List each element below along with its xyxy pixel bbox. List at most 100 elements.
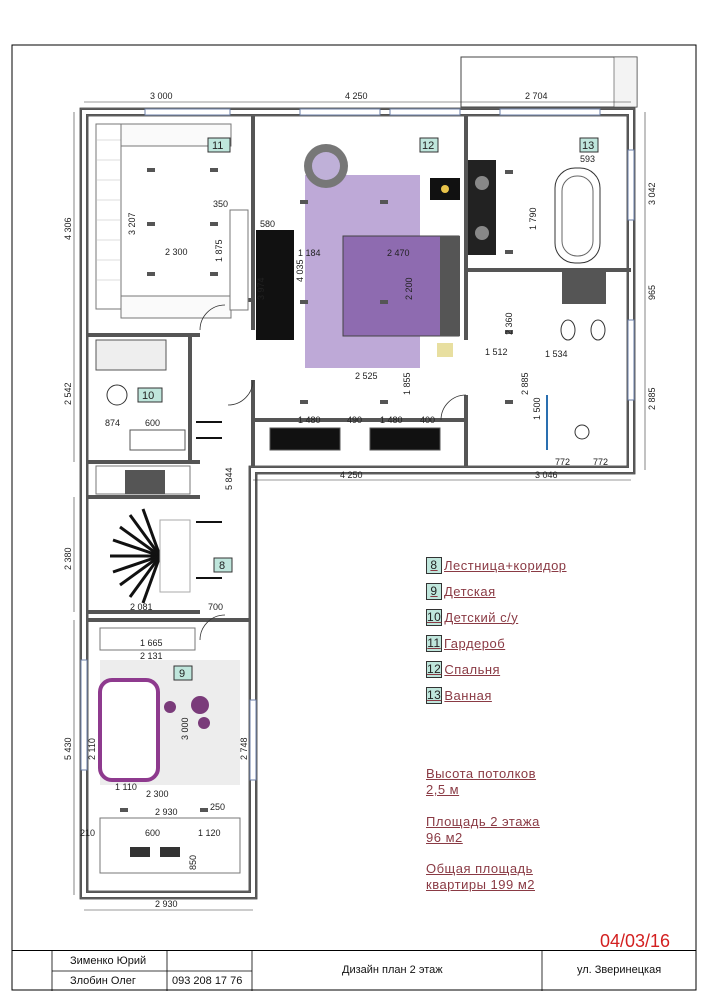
dim-inner: 1 500 — [532, 397, 542, 420]
legend-item: 12 Спальня — [426, 660, 500, 678]
dim-inner: 1 534 — [545, 349, 568, 359]
legend-label: Спальня — [444, 661, 501, 677]
total-area-note: Общая площадь квартиры 199 м2 — [426, 861, 535, 892]
armchair-seat — [312, 152, 340, 180]
legend-label: Гардероб — [444, 635, 506, 651]
phone-number: 093 208 17 76 — [172, 975, 243, 987]
kid-bath-shower — [95, 339, 167, 371]
dim-inner: 600 — [145, 828, 160, 838]
stairs — [110, 508, 162, 604]
dim-mid-1: 4 250 — [340, 470, 363, 480]
dim-inner: 874 — [105, 418, 120, 428]
dim-inner: 580 — [260, 219, 275, 229]
dim-right-2: 965 — [647, 285, 657, 300]
dim-inner: 2 300 — [146, 789, 169, 799]
dim-top-2: 4 250 — [345, 91, 368, 101]
dim-inner: 2 110 — [87, 738, 97, 760]
dim-inner: 772 — [555, 457, 570, 467]
dim-inner: 3 000 — [180, 717, 190, 740]
dim-mid-2: 3 046 — [535, 470, 558, 480]
dim-inner: 1 184 — [298, 248, 321, 258]
dim-left-4: 5 430 — [63, 737, 73, 760]
drawing-title: Дизайн план 2 этаж — [342, 964, 443, 976]
dim-inner: 600 — [145, 418, 160, 428]
inner-walls — [88, 116, 631, 622]
bathtub — [554, 167, 601, 264]
toilet — [560, 319, 576, 341]
dim-right-1: 3 042 — [647, 182, 657, 205]
dim-top-1: 3 000 — [150, 91, 173, 101]
dim-inner: 2 081 — [130, 602, 153, 612]
dim-inner: 2 200 — [404, 277, 414, 300]
shower-head — [574, 424, 590, 440]
dim-inner: 350 — [213, 199, 228, 209]
doors — [199, 304, 467, 641]
dim-inner: 2 748 — [239, 737, 249, 760]
bedroom-closet-2 — [369, 427, 441, 451]
room-label-13: 13 — [582, 140, 594, 152]
kids-bed — [98, 678, 160, 782]
shower-unit — [562, 270, 606, 304]
dim-left-2: 2 542 — [63, 382, 73, 405]
room-label-12: 12 — [422, 140, 434, 152]
dim-inner: 593 — [580, 154, 595, 164]
dim-inner: 700 — [208, 602, 223, 612]
author-name-2: Злобин Олег — [70, 975, 136, 987]
legend-label: Лестница+коридор — [444, 557, 567, 573]
wardrobe-shelf-left — [95, 123, 122, 310]
author-name-1: Зименко Юрий — [70, 955, 147, 967]
legend-label: Детская — [444, 583, 496, 599]
wardrobe-island — [229, 209, 249, 311]
bed — [342, 235, 460, 337]
kids-desk — [99, 817, 241, 874]
legend-number: 11 — [426, 634, 442, 652]
outer-walls-inner — [82, 110, 633, 897]
legend-number: 13 — [426, 686, 443, 704]
dim-inner: 1 855 — [402, 372, 412, 395]
bedroom-closet-1 — [269, 427, 341, 451]
legend-item: 13 Ванная — [426, 686, 492, 704]
title-block: Зименко Юрий Злобин Олег 093 208 17 76 Д… — [12, 950, 696, 991]
dim-inner: 772 — [593, 457, 608, 467]
sheet-border — [11, 44, 697, 991]
legend-number: 8 — [426, 556, 442, 574]
dim-inner: 850 — [188, 855, 198, 870]
dim-inner: 2 300 — [165, 247, 188, 257]
drawing-date: 04/03/16 — [600, 931, 671, 951]
dim-inner: 2 525 — [355, 371, 378, 381]
legend-label: Детский с/у — [444, 609, 519, 625]
dim-inner: 210 — [80, 828, 95, 838]
ceiling-height-note: Высота потолков 2,5 м — [426, 766, 537, 797]
legend-item: 8 Лестница+коридор — [426, 556, 567, 574]
dimension-lines — [73, 101, 646, 911]
dim-inner: 250 — [210, 802, 225, 812]
dim-inner: 400 — [420, 415, 435, 425]
room-label-10: 10 — [142, 390, 154, 402]
dim-inner: 1 665 — [140, 638, 163, 648]
room-label-9: 9 — [179, 668, 185, 680]
dim-inner: 1 512 — [485, 347, 508, 357]
balcony — [460, 56, 638, 108]
dim-right-3: 2 885 — [647, 387, 657, 410]
dim-inner: 1 480 — [380, 415, 403, 425]
room-label-11: 11 — [212, 140, 223, 152]
legend-item: 10 Детский с/у — [426, 608, 518, 626]
legend-number: 9 — [426, 582, 442, 600]
room-tags — [137, 137, 599, 681]
dim-inner: 2 470 — [387, 248, 410, 258]
dim-inner: 2 131 — [140, 651, 163, 661]
legend-number: 12 — [426, 660, 443, 678]
legend-number: 10 — [426, 608, 443, 626]
dim-inner: 3 974 — [256, 277, 266, 300]
dim-inner: 1 790 — [528, 207, 538, 230]
dim-inner: 2 930 — [155, 807, 178, 817]
dim-inner: 1 875 — [214, 239, 224, 262]
dim-left-1: 4 306 — [63, 217, 73, 240]
legend-label: Ванная — [444, 687, 492, 703]
dim-left-3: 2 380 — [63, 547, 73, 570]
room-label-8: 8 — [219, 560, 225, 572]
balcony-inner — [613, 56, 638, 108]
dim-inner: 2 885 — [520, 372, 530, 395]
sink-counter — [468, 160, 496, 255]
dim-inner: 3 207 — [127, 212, 137, 235]
